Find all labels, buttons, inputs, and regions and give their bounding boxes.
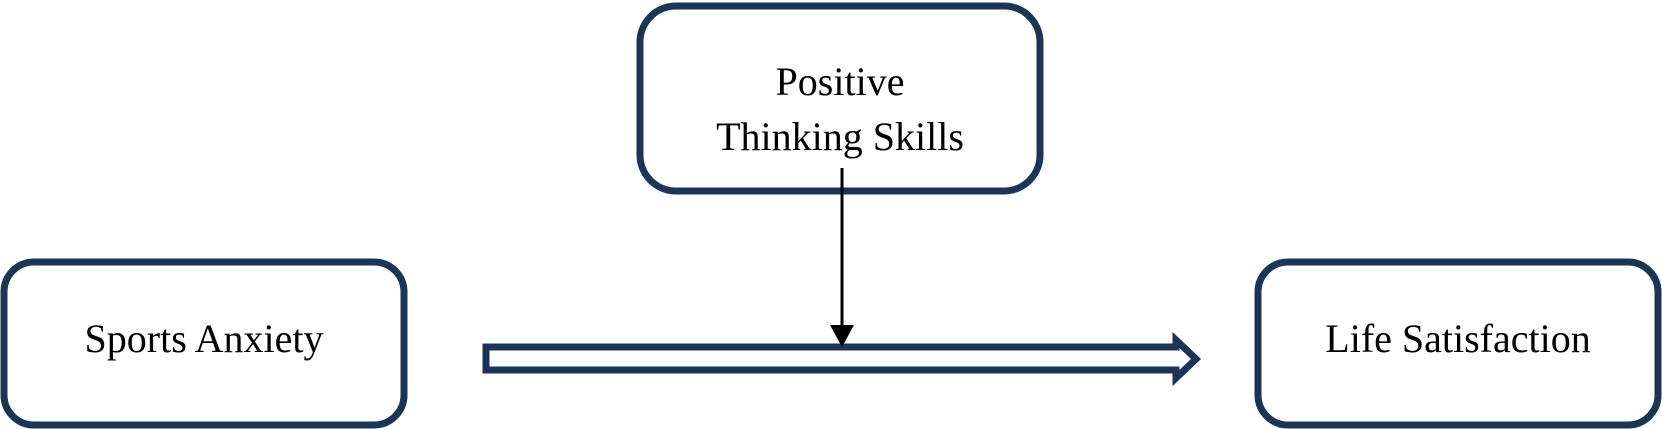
predictor-node: Sports Anxiety bbox=[0, 258, 408, 429]
predictor-box bbox=[0, 258, 408, 429]
predictor-label: Sports Anxiety bbox=[85, 316, 324, 361]
moderator-label-line2: Thinking Skills bbox=[716, 114, 964, 159]
main-effect-arrow bbox=[482, 331, 1202, 387]
outcome-label: Life Satisfaction bbox=[1325, 316, 1590, 361]
outcome-node: Life Satisfaction bbox=[1254, 258, 1662, 429]
outcome-box bbox=[1254, 258, 1662, 429]
moderator-box bbox=[636, 2, 1044, 195]
moderation-arrow-head bbox=[830, 325, 854, 347]
moderator-label-line1: Positive bbox=[776, 59, 905, 104]
moderator-node: Positive Thinking Skills bbox=[636, 2, 1044, 195]
moderation-arrow bbox=[830, 168, 854, 347]
